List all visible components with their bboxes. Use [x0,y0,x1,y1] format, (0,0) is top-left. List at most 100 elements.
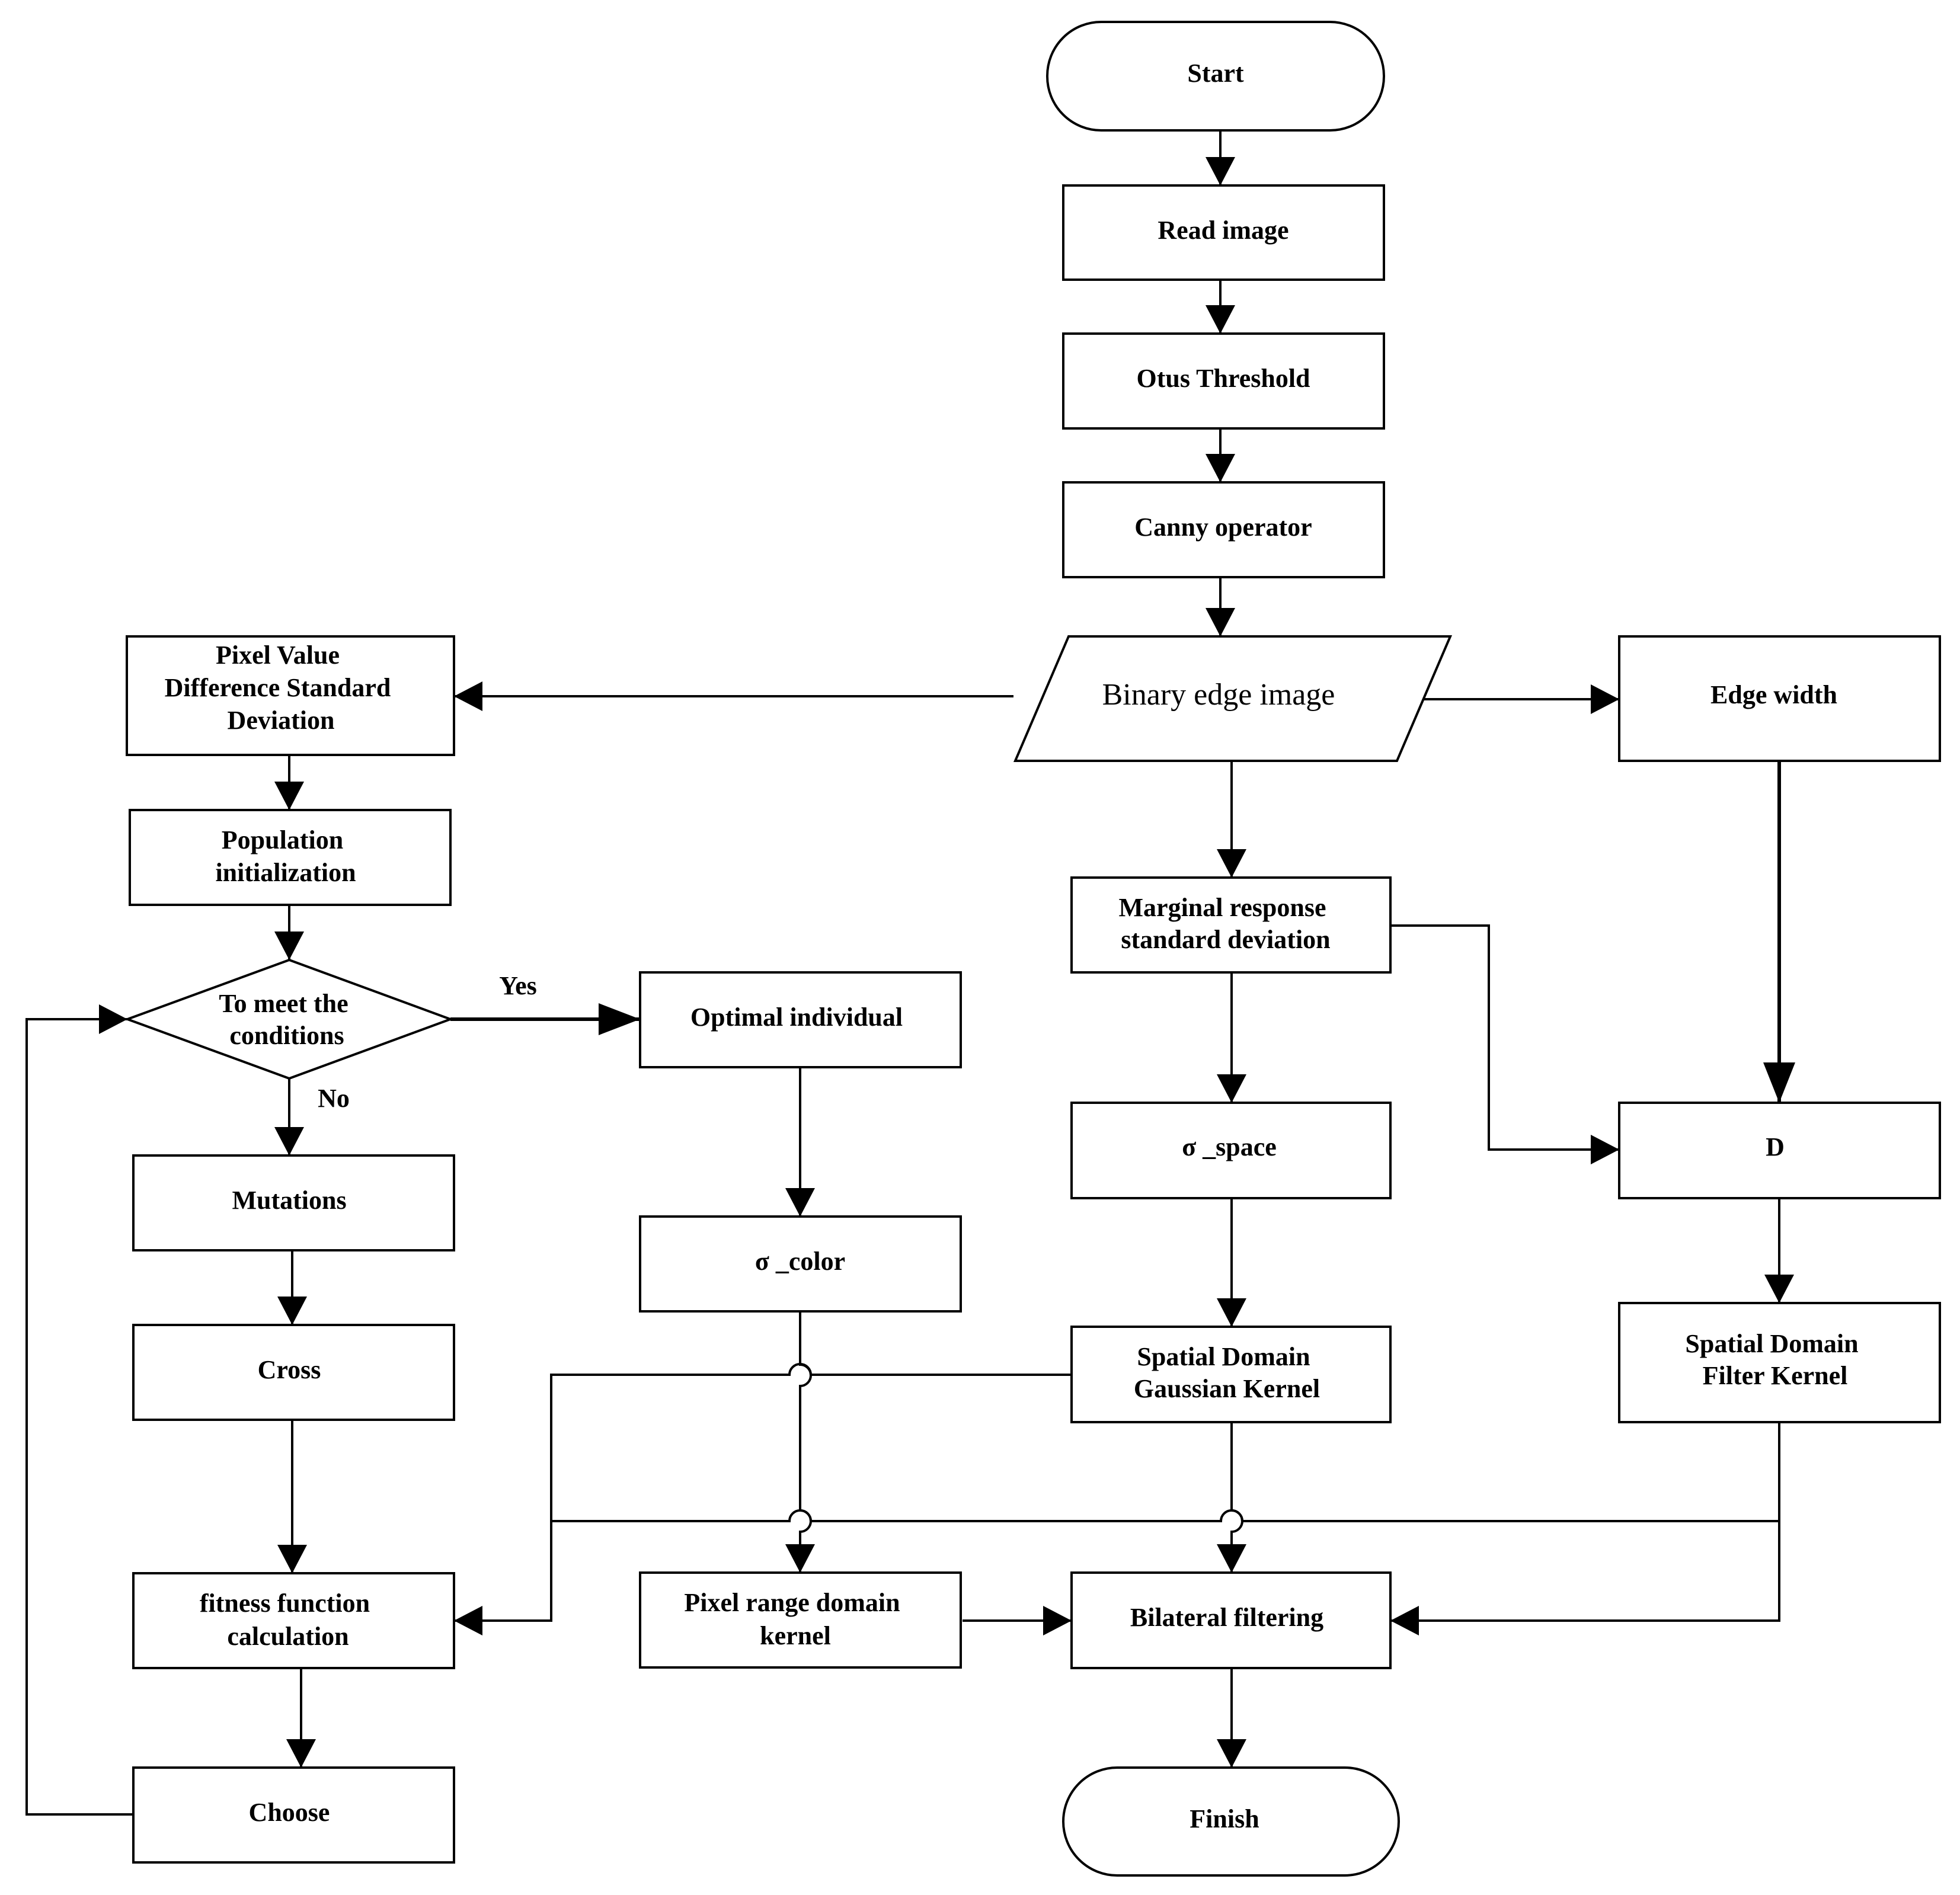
arrowhead [454,681,482,711]
arrowhead [1206,454,1235,482]
edge-filterkernel-bilateral [1390,1422,1780,1622]
arrowhead [1217,849,1246,878]
arrowhead [1763,1062,1795,1103]
node-read-image-label: Read image [1158,216,1288,245]
arrowhead [1206,157,1235,185]
node-fitness-calc-line-1: fitness function [200,1589,370,1618]
node-spatial-filter-kernel: Spatial Domain Filter Kernel [1618,1302,1941,1423]
node-d: D [1618,1102,1941,1199]
node-choose-label: Choose [249,1798,330,1827]
node-pixel-value-std-line-1: Pixel Value [216,641,340,670]
edge-sigmacolor-pixelrange [799,1311,812,1573]
node-pixel-range-kernel-line-2: kernel [760,1621,831,1650]
node-finish: Finish [1062,1766,1400,1877]
arrowhead [1217,1739,1246,1768]
arrowhead [599,1003,640,1035]
arrowhead [1043,1606,1072,1635]
node-pixel-value-std-line-3: Deviation [228,706,335,735]
arrowhead [1591,684,1619,714]
node-meet-conditions-line-2: conditions [229,1021,344,1050]
node-marginal-response-std-line-1: Marginal response [1119,893,1326,922]
arrowhead [785,1188,815,1217]
edge-choose-loop [25,1018,133,1816]
node-spatial-gaussian-kernel-line-2: Gaussian Kernel [1134,1374,1320,1403]
node-population-init-line-1: Population [222,825,343,854]
node-bilateral-filtering: Bilateral filtering [1070,1571,1392,1669]
node-pixel-range-kernel-label: Pixel range domain kernel [684,1588,906,1650]
edge-gaussian-fitness [454,1363,1072,1622]
node-population-init: Population initialization [129,809,452,906]
node-meet-conditions-label: To meet the conditions [219,989,354,1050]
node-marginal-response-std: Marginal response standard deviation [1070,876,1392,974]
arrowhead [286,1739,316,1768]
node-cross-label: Cross [258,1355,321,1384]
arrowhead [785,1544,815,1573]
node-otus-threshold: Otus Threshold [1062,332,1385,430]
edge-label-yes: Yes [499,971,537,1000]
edge-marginal-d [1390,924,1619,1151]
arrowhead [1206,305,1235,334]
node-mutations-label: Mutations [232,1186,346,1215]
arrowhead [1390,1606,1419,1635]
arrowhead [274,932,304,960]
node-spatial-filter-kernel-line-1: Spatial Domain [1685,1329,1858,1358]
node-finish-label: Finish [1190,1804,1259,1833]
arrowhead [274,782,304,810]
node-binary-edge-image-label: Binary edge image [1102,678,1335,712]
node-read-image: Read image [1062,184,1385,281]
node-mutations: Mutations [132,1154,455,1251]
node-marginal-response-std-line-2: standard deviation [1121,925,1330,954]
arrowhead [1217,1544,1246,1573]
edge-filterkernel-fitness [551,1509,1779,1522]
node-edge-width: Edge width [1618,635,1941,762]
node-pixel-range-kernel: Pixel range domain kernel [639,1571,962,1669]
arrowhead [1217,1074,1246,1103]
node-pixel-value-std: Pixel Value Difference Standard Deviatio… [126,635,455,756]
node-sigma-color: σ _color [639,1215,962,1313]
node-spatial-filter-kernel-line-2: Filter Kernel [1703,1361,1848,1390]
edge-label-no: No [318,1084,350,1113]
node-sigma-space-label: σ _space [1182,1132,1277,1161]
edges [25,130,1795,1816]
node-canny-operator-label: Canny operator [1134,513,1312,542]
arrowhead [1217,1298,1246,1327]
node-start: Start [1046,21,1385,132]
node-spatial-gaussian-kernel: Spatial Domain Gaussian Kernel [1070,1326,1392,1423]
arrowhead [1206,608,1235,636]
node-meet-conditions-line-1: To meet the [219,989,348,1018]
arrowhead [277,1545,307,1573]
node-marginal-response-std-label: Marginal response standard deviation [1119,893,1333,954]
node-sigma-color-label: σ _color [755,1247,845,1276]
node-pixel-range-kernel-line-1: Pixel range domain [684,1588,900,1617]
node-pixel-value-std-label: Pixel Value Difference Standard Deviatio… [165,641,398,735]
arrowhead [1764,1275,1794,1303]
node-optimal-individual-label: Optimal individual [690,1003,903,1032]
arrowhead [454,1606,482,1635]
node-population-init-line-2: initialization [215,858,356,887]
node-binary-edge-image: Binary edge image [1013,635,1453,762]
node-fitness-calc-line-2: calculation [227,1622,348,1651]
node-choose: Choose [132,1766,455,1864]
node-spatial-gaussian-kernel-line-1: Spatial Domain [1137,1342,1310,1371]
node-canny-operator: Canny operator [1062,481,1385,578]
node-spatial-gaussian-kernel-label: Spatial Domain Gaussian Kernel [1134,1342,1320,1403]
node-meet-conditions: To meet the conditions [124,958,454,1080]
node-start-label: Start [1187,59,1244,88]
node-edge-width-label: Edge width [1710,680,1837,709]
node-bilateral-filtering-label: Bilateral filtering [1130,1603,1323,1632]
arrowhead [1591,1135,1619,1164]
node-fitness-calc: fitness function calculation [132,1572,455,1669]
node-sigma-space: σ _space [1070,1102,1392,1199]
node-optimal-individual: Optimal individual [639,971,962,1068]
node-population-init-label: Population initialization [215,825,356,887]
arrowhead [277,1297,307,1325]
node-fitness-calc-label: fitness function calculation [200,1589,376,1651]
node-otus-threshold-label: Otus Threshold [1136,364,1310,393]
arrowhead [274,1127,304,1155]
node-d-label: D [1766,1132,1785,1161]
node-pixel-value-std-line-2: Difference Standard [165,673,391,702]
node-spatial-filter-kernel-label: Spatial Domain Filter Kernel [1685,1329,1865,1390]
arrowhead [99,1004,127,1034]
node-cross: Cross [132,1324,455,1421]
